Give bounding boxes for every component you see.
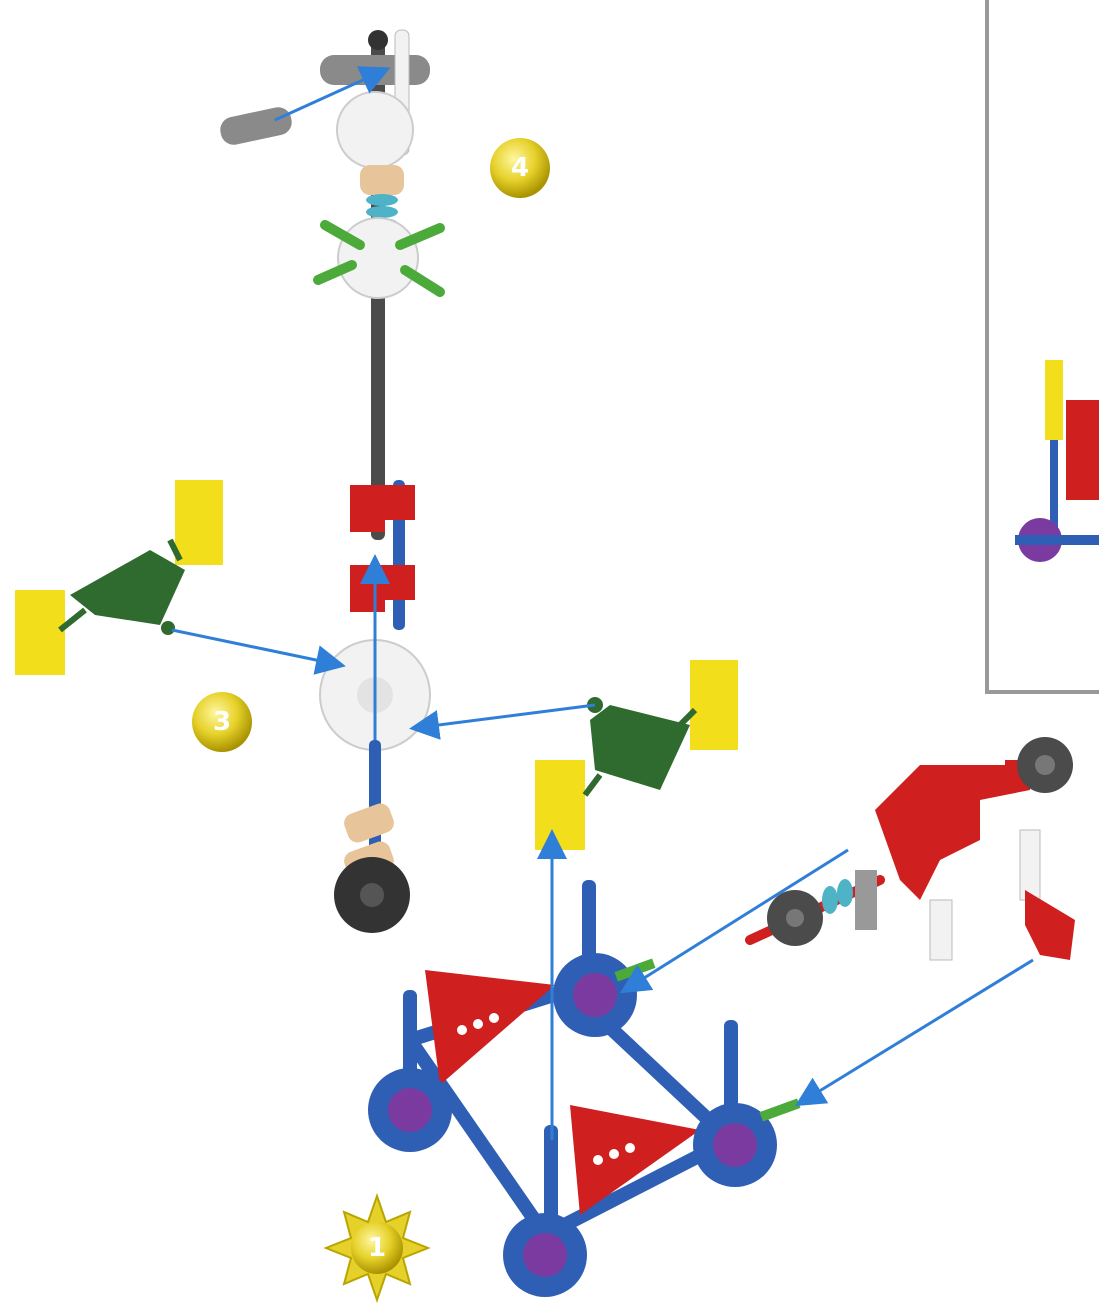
red-connectors-mid xyxy=(350,485,415,612)
step-1-badge: 1 xyxy=(326,1196,428,1300)
inset-model-preview xyxy=(1015,360,1099,562)
step-3-number: 3 xyxy=(213,707,231,737)
red-panel-left xyxy=(425,970,555,1085)
step-1-number: 1 xyxy=(368,1233,386,1263)
red-arm-subassembly xyxy=(750,737,1075,960)
step-4-number: 4 xyxy=(511,153,529,183)
black-gear xyxy=(334,857,410,933)
upper-shaft-assembly xyxy=(218,30,440,630)
step-4-badge: 4 xyxy=(490,138,550,198)
white-hub-with-green-rods xyxy=(318,218,440,298)
white-connector-top xyxy=(337,92,413,168)
gray-link-piece xyxy=(218,105,294,147)
base-frame-assembly xyxy=(368,880,801,1297)
left-green-triangle-piece xyxy=(15,480,223,675)
inset-frame xyxy=(987,0,1099,692)
right-green-triangle-piece xyxy=(535,660,738,850)
red-axle-with-gear xyxy=(750,870,880,946)
step-3-badge: 3 xyxy=(192,692,252,752)
